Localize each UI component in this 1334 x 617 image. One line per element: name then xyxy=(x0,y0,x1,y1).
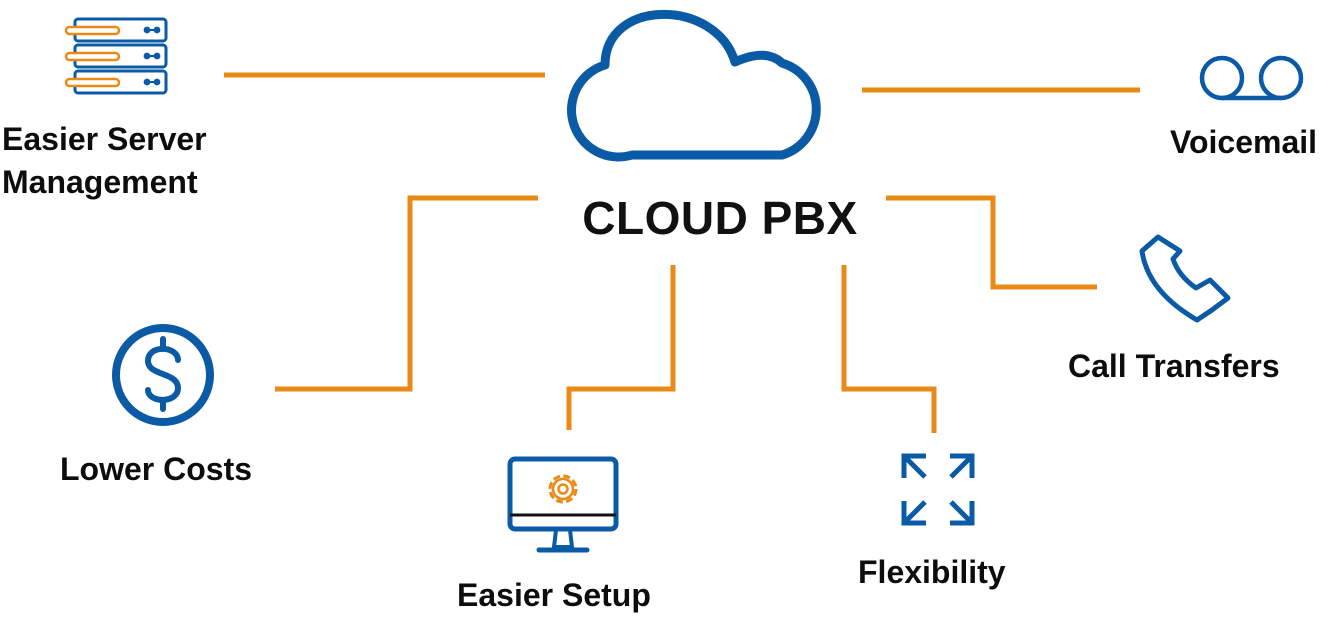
voicemail-label: Voicemail xyxy=(1170,124,1318,160)
monitor-gear-icon xyxy=(507,456,619,553)
connector-flex xyxy=(841,265,937,433)
gear-icon xyxy=(548,474,578,504)
setup-label: Easier Setup xyxy=(457,577,651,613)
connector-transfers xyxy=(886,195,1097,290)
phone-handset-icon xyxy=(1139,234,1231,323)
transfers-label: Call Transfers xyxy=(1068,348,1280,384)
costs-label: Lower Costs xyxy=(60,451,253,487)
cloud-icon xyxy=(567,9,821,162)
connector-setup xyxy=(566,265,676,430)
server-label-line2: Management xyxy=(2,164,198,200)
expand-arrows-icon xyxy=(901,453,975,526)
voicemail-icon xyxy=(1199,55,1304,101)
flex-label: Flexibility xyxy=(858,554,1006,590)
server-rack-icon xyxy=(64,17,168,95)
center-title: CLOUD PBX xyxy=(582,192,858,244)
server-label: Easier Server Management xyxy=(2,118,207,204)
connector-costs xyxy=(275,195,538,392)
dollar-coin-icon xyxy=(112,324,214,426)
server-label-line1: Easier Server xyxy=(2,121,207,157)
